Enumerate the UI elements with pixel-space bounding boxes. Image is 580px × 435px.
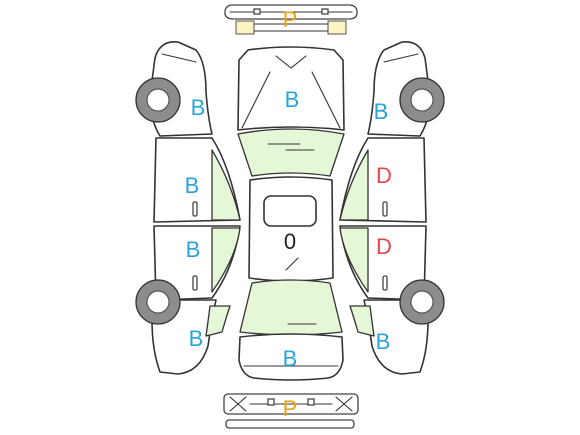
roof [248, 176, 334, 282]
right-side [339, 41, 445, 375]
left-rear-quarter-code: B [189, 326, 204, 351]
windshield [237, 128, 345, 177]
right-rear-door-code: D [376, 234, 392, 259]
left-front-fender-code: B [191, 95, 206, 120]
left-side [135, 41, 241, 375]
trunk [238, 333, 344, 381]
rear-bumper-code: P [283, 396, 298, 421]
right-front-fender-code: B [374, 99, 389, 124]
left-rear-door-code: B [186, 237, 201, 262]
hood [237, 46, 345, 131]
front-bumper-code: P [283, 7, 298, 32]
trunk-code: B [283, 346, 298, 371]
rear-window [239, 279, 343, 336]
front-bumper [224, 4, 358, 35]
right-rear-quarter-code: B [376, 329, 391, 354]
left-front-door-code: B [185, 173, 200, 198]
right-front-door-code: D [376, 163, 392, 188]
roof-code: 0 [284, 229, 296, 254]
rear-bumper [223, 393, 359, 429]
hood-code: B [285, 87, 300, 112]
